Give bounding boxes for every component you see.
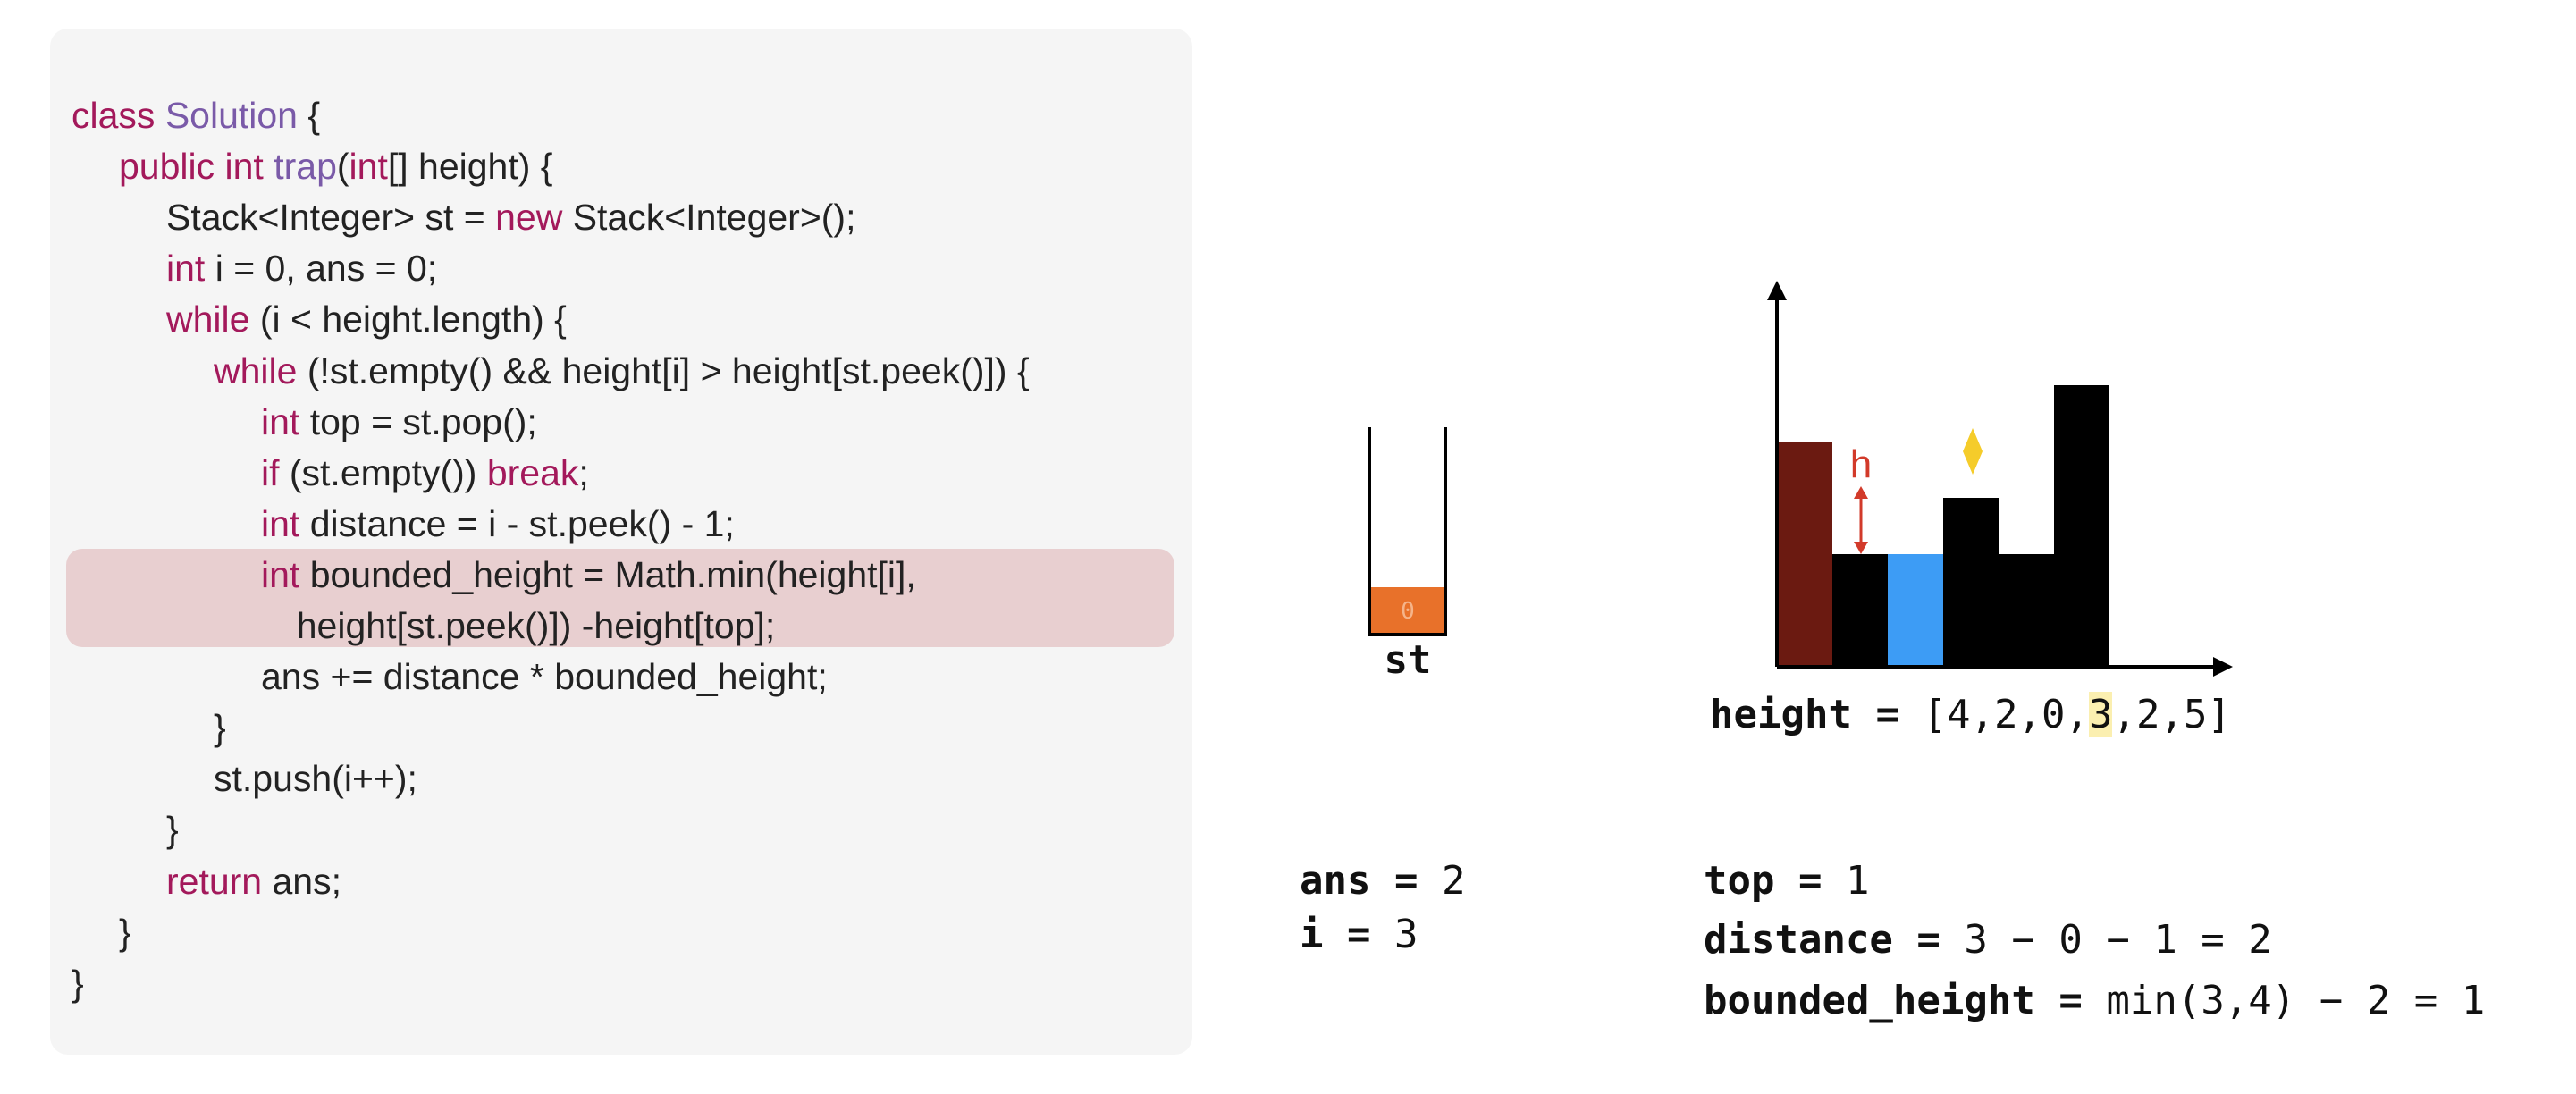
code-line: Stack<Integer> st = new Stack<Integer>()… bbox=[166, 196, 855, 239]
code-token: trap bbox=[274, 146, 337, 188]
code-line: int bounded_height = Math.min(height[i], bbox=[261, 553, 916, 596]
stack-label: st bbox=[1385, 637, 1432, 683]
code-token: } bbox=[119, 911, 131, 953]
code-token: bounded_height = Math.min(height[i], bbox=[299, 553, 916, 595]
current-index-marker bbox=[1963, 428, 1983, 475]
code-line: ans += distance * bounded_height; bbox=[261, 655, 828, 698]
code-token: height[st.peek()]) -height[top]; bbox=[296, 605, 776, 646]
code-token: st.push(i++); bbox=[214, 758, 417, 800]
code-token: distance = i - st.peek() - 1; bbox=[299, 502, 735, 544]
code-token: class bbox=[72, 95, 165, 136]
calc-top: top = 1 bbox=[1704, 858, 1870, 904]
code-token: top = st.pop(); bbox=[299, 400, 537, 442]
code-token: (st.empty()) bbox=[279, 451, 487, 493]
bar bbox=[1999, 554, 2054, 667]
code-token: ( bbox=[336, 146, 349, 188]
code-line: public int trap(int[] height) { bbox=[119, 145, 552, 188]
height-array-value: 5 bbox=[2183, 692, 2208, 737]
code-line: height[st.peek()]) -height[top]; bbox=[297, 604, 776, 647]
code-token: int bbox=[261, 400, 300, 442]
code-line: } bbox=[166, 808, 179, 851]
code-line: return ans; bbox=[166, 860, 341, 903]
code-token: } bbox=[214, 707, 226, 749]
bounded-height-expr: min(3,4) − 2 = 1 bbox=[2106, 978, 2486, 1023]
code-line: } bbox=[119, 911, 131, 954]
height-array-value: 2 bbox=[1993, 692, 2018, 737]
code-token: if bbox=[261, 451, 280, 493]
code-line: int i = 0, ans = 0; bbox=[166, 247, 437, 290]
highlighted-code-block bbox=[66, 549, 1174, 647]
code-token: return bbox=[166, 860, 263, 902]
code-line: while (i < height.length) { bbox=[166, 298, 567, 341]
code-token: ans += distance * bounded_height; bbox=[261, 656, 828, 698]
code-token: (i < height.length) { bbox=[249, 299, 567, 341]
code-token: } bbox=[72, 962, 84, 1004]
code-line: st.push(i++); bbox=[214, 757, 417, 800]
code-token: while bbox=[166, 299, 250, 341]
code-line: if (st.empty()) break; bbox=[261, 451, 589, 494]
code-token: int bbox=[261, 553, 300, 595]
code-token: ans; bbox=[262, 860, 342, 902]
stack-diagram: 0 st bbox=[1368, 427, 1447, 683]
code-line: } bbox=[72, 962, 84, 1005]
i-label: i bbox=[1300, 912, 1324, 957]
code-token: new bbox=[495, 197, 563, 239]
height-array-values: 4,2,0,3,2,5 bbox=[1946, 692, 2208, 737]
h-arrow-head-bottom bbox=[1854, 542, 1868, 554]
bounded-height-label: bounded_height bbox=[1704, 978, 2035, 1023]
x-axis-arrow bbox=[2213, 657, 2233, 677]
top-value: 1 bbox=[1845, 858, 1870, 904]
h-arrow-head-top bbox=[1854, 486, 1868, 499]
water-fill bbox=[1888, 554, 1943, 667]
stack-item-box bbox=[1371, 587, 1444, 633]
distance-expr: 3 − 0 − 1 = 2 bbox=[1964, 917, 2272, 963]
bar bbox=[1777, 442, 1832, 667]
height-array-label: height bbox=[1710, 692, 1852, 737]
h-annotation-label: h bbox=[1850, 442, 1872, 486]
y-axis-arrow bbox=[1767, 281, 1787, 300]
code-token: Stack<Integer>(); bbox=[562, 197, 856, 239]
height-array: height = [4,2,0,3,2,5] bbox=[1710, 692, 2231, 737]
height-array-value: 0 bbox=[2041, 692, 2066, 737]
code-token: int bbox=[166, 248, 206, 290]
code-token: int bbox=[261, 502, 300, 544]
code-token: break bbox=[486, 451, 579, 493]
code-token: ; bbox=[578, 451, 589, 493]
bar bbox=[2054, 385, 2109, 667]
bar bbox=[1832, 554, 1888, 667]
calc-distance: distance = 3 − 0 − 1 = 2 bbox=[1704, 917, 2272, 963]
stack-item-label: 0 bbox=[1401, 598, 1415, 625]
top-label: top bbox=[1704, 858, 1775, 904]
code-line: int top = st.pop(); bbox=[261, 400, 537, 443]
code-token: public int bbox=[119, 146, 274, 188]
ans-value: 2 bbox=[1441, 858, 1466, 904]
code-line: } bbox=[214, 706, 226, 749]
code-token: Stack<Integer> st = bbox=[166, 197, 496, 239]
code-line: class Solution { bbox=[72, 94, 320, 137]
bar bbox=[1943, 498, 1999, 667]
code-line: int distance = i - st.peek() - 1; bbox=[261, 502, 735, 545]
code-panel bbox=[50, 29, 1192, 1055]
ans-label: ans bbox=[1300, 858, 1371, 904]
code-token: int bbox=[349, 146, 388, 188]
height-array-value: 3 bbox=[2088, 692, 2113, 737]
height-array-value: 4 bbox=[1946, 692, 1971, 737]
code-token: } bbox=[166, 809, 179, 851]
code-line: while (!st.empty() && height[i] > height… bbox=[214, 349, 1030, 392]
height-bar-chart: h bbox=[1767, 281, 2233, 677]
var-ans: ans = 2 bbox=[1300, 858, 1466, 904]
i-value: 3 bbox=[1393, 912, 1418, 957]
code-token: { bbox=[297, 95, 321, 136]
distance-label: distance bbox=[1704, 917, 1893, 963]
var-i: i = 3 bbox=[1300, 912, 1418, 957]
code-token: (!st.empty() && height[i] > height[st.pe… bbox=[297, 349, 1030, 391]
code-token: i = 0, ans = 0; bbox=[205, 248, 438, 290]
height-array-value: 2 bbox=[2135, 692, 2160, 737]
code-token: while bbox=[214, 349, 298, 391]
code-token: Solution bbox=[164, 95, 298, 136]
code-token: [] height) { bbox=[387, 146, 553, 188]
calc-bounded-height: bounded_height = min(3,4) − 2 = 1 bbox=[1704, 978, 2486, 1023]
